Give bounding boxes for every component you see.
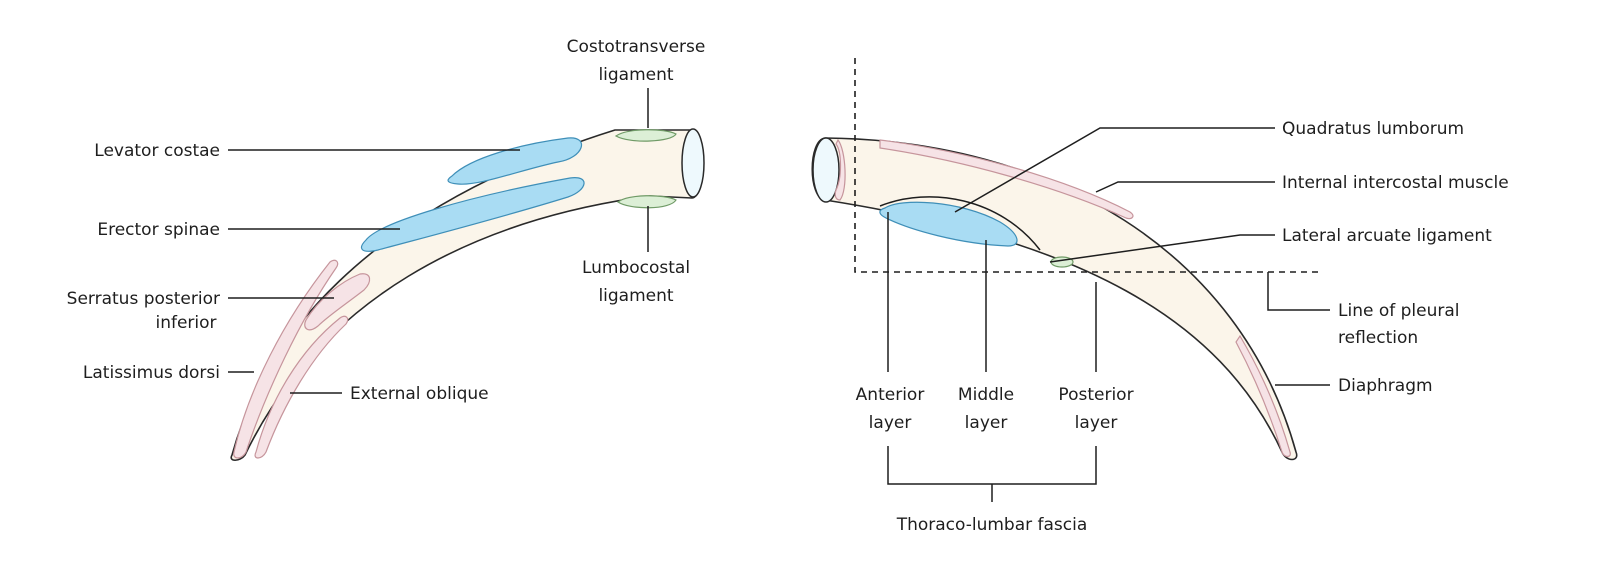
- label-anterior-line1: Anterior: [856, 385, 925, 405]
- lumbocostal-ligament-attachment: [616, 195, 677, 209]
- left-rib: [230, 128, 705, 462]
- label-lumbocostal-line1: Lumbocostal: [582, 258, 690, 278]
- label-serratus-line1: Serratus posterior: [67, 289, 220, 309]
- label-middle-line1: Middle: [958, 385, 1014, 405]
- costotransverse-ligament-attachment: [614, 129, 677, 142]
- external-oblique-attachment: [254, 315, 349, 459]
- label-costotransverse-line2: ligament: [598, 65, 673, 85]
- label-anterior-line2: layer: [869, 413, 912, 433]
- label-costotransverse-line1: Costotransverse: [567, 37, 706, 57]
- right-labels: Quadratus lumborum Internal intercostal …: [856, 119, 1509, 535]
- label-latissimus-dorsi: Latissimus dorsi: [83, 363, 220, 383]
- left-leaders: [228, 88, 649, 394]
- label-serratus-line2: inferior: [155, 313, 216, 333]
- label-middle-line2: layer: [965, 413, 1008, 433]
- label-levator-costae: Levator costae: [94, 141, 220, 161]
- pleural-reflection-line: [854, 58, 1322, 273]
- quadratus-lumborum-attachment: [879, 201, 1018, 247]
- label-lumbocostal-line2: ligament: [598, 286, 673, 306]
- label-internal-intercostal: Internal intercostal muscle: [1282, 173, 1509, 193]
- left-labels: Costotransverse ligament Levator costae …: [67, 37, 706, 404]
- label-posterior-line2: layer: [1075, 413, 1118, 433]
- label-pleural-line1: Line of pleural: [1338, 301, 1460, 321]
- label-erector-spinae: Erector spinae: [97, 220, 220, 240]
- label-quadratus-lumborum: Quadratus lumborum: [1282, 119, 1464, 139]
- fascia-outline: [879, 196, 1041, 251]
- right-leaders: [887, 127, 1330, 502]
- right-rib: [811, 137, 1298, 461]
- label-diaphragm: Diaphragm: [1338, 376, 1433, 396]
- latissimus-dorsi-attachment: [233, 259, 339, 459]
- internal-intercostal-attachment: [879, 139, 1134, 220]
- label-external-oblique: External oblique: [350, 384, 489, 404]
- erector-spinae-attachment: [360, 177, 585, 252]
- right-rib-articular-end: [812, 137, 840, 203]
- left-rib-articular-end: [681, 128, 705, 198]
- anterior-end-strip: [834, 138, 846, 201]
- serratus-posterior-inferior-attachment: [304, 273, 371, 331]
- label-pleural-line2: reflection: [1338, 328, 1418, 348]
- label-lateral-arcuate: Lateral arcuate ligament: [1282, 226, 1492, 246]
- label-posterior-line1: Posterior: [1058, 385, 1133, 405]
- label-thoraco-lumbar-fascia: Thoraco-lumbar fascia: [896, 515, 1088, 535]
- diaphragm-attachment: [1235, 334, 1291, 458]
